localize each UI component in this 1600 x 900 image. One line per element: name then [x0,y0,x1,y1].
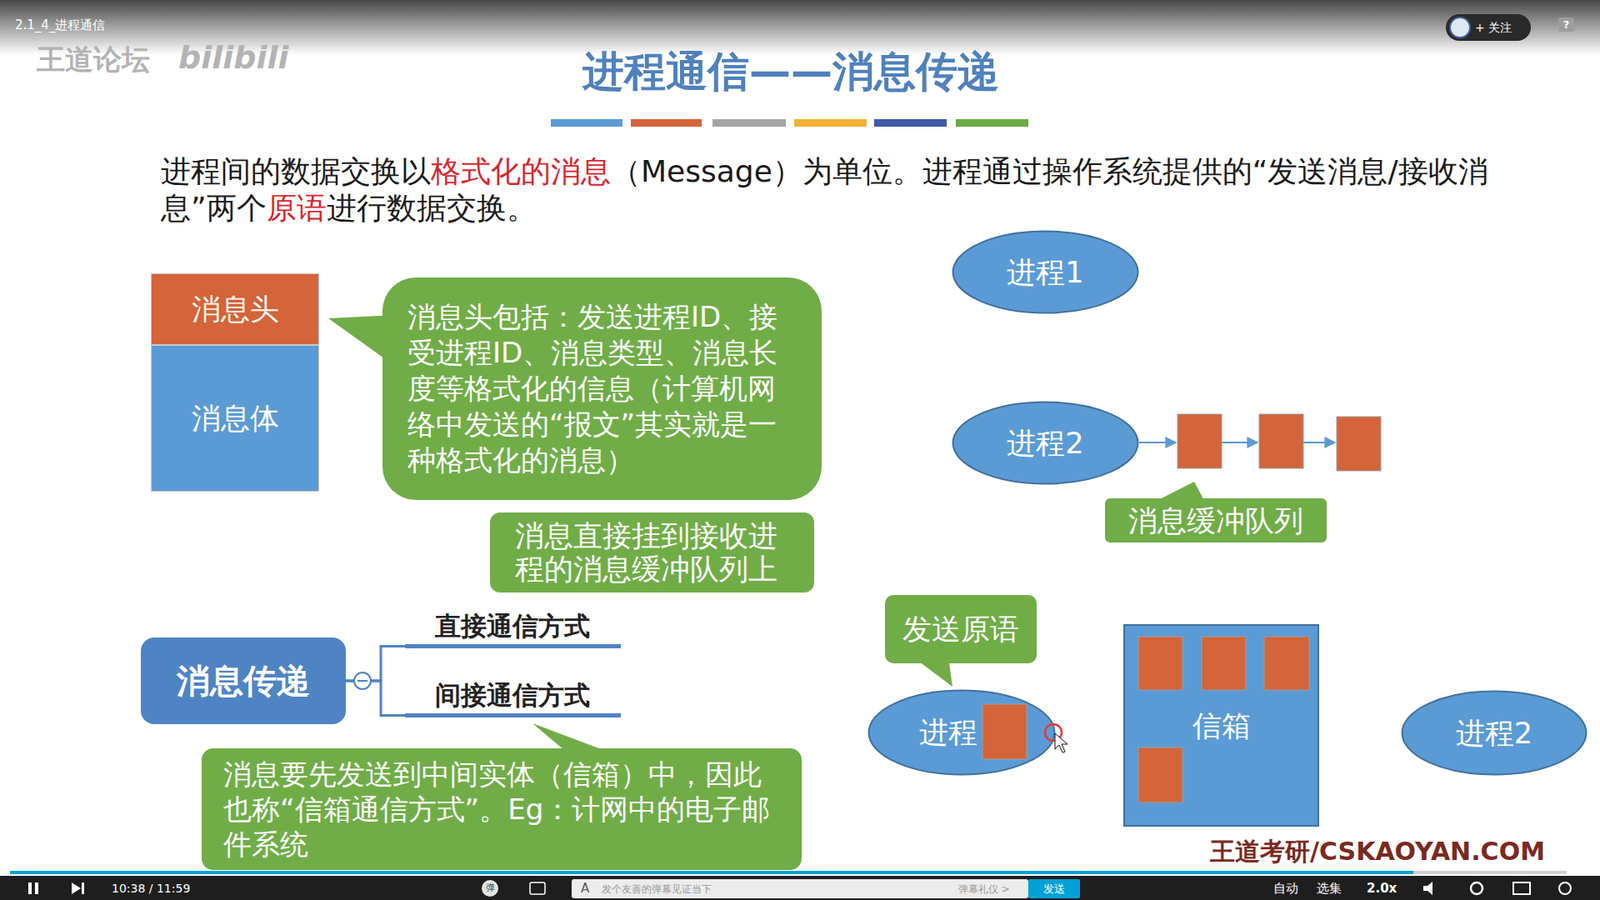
color-bar [874,119,947,127]
callout-box: 发送原语 [885,595,1037,664]
callout-box: 消息缓冲队列 [1105,498,1327,543]
node-text: 消息传递 [176,660,310,701]
progress-played [10,870,1414,875]
topic-box: 消息传递 [140,637,346,725]
paragraph-text: 进行数据交换。 [326,190,537,225]
branch-line [345,646,405,682]
help-icon [1558,17,1575,32]
callout-box: 消息头包括：发送进程ID、接受进程ID、消息类型、消息长度等格式化的信息（计算机… [382,277,822,500]
queue-arrow [1303,441,1335,444]
collapse-symbol [354,672,371,690]
help-icon-text: ? [1558,17,1575,32]
body-box: 消息体 [150,345,320,492]
video-title: 2.1_4_进程通信 [15,16,105,34]
watermark: bilibili [178,38,290,77]
follow-pill [1445,14,1531,41]
collapse-symbol [357,680,368,682]
process-ellipse: 进程2 [951,400,1140,485]
node-text: 进程2 [1455,715,1533,751]
danmaku-input [571,879,1029,899]
next-icon [81,882,85,895]
follow-button-text: + 关注 [1475,19,1512,36]
node-text: 消息缓冲队列 [1128,503,1304,539]
watermark: 王道论坛 [36,41,150,77]
pause-icon [28,882,32,895]
node-text: 发送原语 [902,611,1020,647]
settings-icon [1470,882,1483,895]
message-square [1336,416,1381,471]
node-text: 消息头 [191,291,280,327]
node-text: 消息直接挂到接收进程的消息缓冲队列上 [515,519,790,586]
control-text: 选集 [1316,880,1342,897]
process-ellipse: 进程1 [951,230,1140,315]
branch-topic: 直接通信方式 [405,608,621,649]
message-square [1138,636,1183,690]
pause-icon [35,882,39,895]
color-bar [712,119,786,127]
speed-text: 2.0x [1366,880,1397,897]
callout-box: 消息要先发送到中间实体（信箱）中，因此也称“信箱通信方式”。Eg：计网中的电子邮… [201,748,802,870]
color-bar [550,119,623,127]
danmaku-toggle [481,880,499,897]
volume-icon [1423,881,1433,895]
ellipse-shape [953,231,1139,314]
mouse-pointer [1055,733,1068,753]
highlight-term: 格式化的消息 [430,154,611,189]
send-button-text: 发送 [1028,881,1080,896]
branch-line [345,680,405,716]
slide-title: 进程通信——消息传递 [500,46,1082,97]
mailbox-box: 信箱 [1123,624,1320,827]
color-bar [955,119,1029,127]
node-text: 消息体 [191,400,280,436]
node-text: 直接通信方式 [435,610,590,642]
progress-track [10,870,1567,875]
message-square [1138,747,1183,803]
queue-arrow [1221,441,1258,444]
next-icon [71,882,81,895]
ellipse-shape [953,402,1139,485]
queue-arrow [1139,441,1176,444]
ellipse-shape [869,690,1055,775]
color-bar [794,119,867,127]
danmaku-settings-icon [530,882,545,895]
window-icon [1513,882,1530,895]
message-square [1201,636,1246,690]
input-icon-text: A [580,880,590,897]
input-placeholder: 发个友善的弹幕见证当下 [601,882,712,896]
node-text: 间接通信方式 [435,680,590,711]
node-text: 信箱 [1192,708,1251,744]
branch-topic: 间接通信方式 [405,677,621,718]
node-text: 进程 [919,715,978,750]
paragraph-text: 进程间的数据交换以 [160,154,431,189]
node-text: 消息要先发送到中间实体（信箱）中，因此也称“信箱通信方式”。Eg：计网中的电子邮… [223,756,780,862]
message-square [1259,414,1304,469]
send-button [1028,879,1080,899]
color-bar [630,119,702,127]
danmaku-toggle-text: 弹 [481,882,499,895]
intro-paragraph: 进程间的数据交换以格式化的消息（Message）为单位。进程通过操作系统提供的“… [160,153,1495,227]
time-display: 10:38 / 11:59 [111,880,190,896]
process-ellipse: 进程 [867,689,1056,776]
process-ellipse: 进程2 [1400,690,1588,776]
header-box: 消息头 [150,273,320,345]
ellipse-shape [1402,691,1587,775]
node-text: 进程1 [1006,255,1084,290]
callout-box: 消息直接挂到接收进程的消息缓冲队列上 [490,512,815,593]
highlight-term: 原语 [266,190,327,225]
message-square [1264,636,1310,690]
node-text: 进程2 [1006,425,1084,461]
avatar-icon [1450,17,1470,38]
danmaku-etiquette-link: 弹幕礼仪 > [958,882,1010,896]
control-bar [0,875,1600,900]
node-text: 消息头包括：发送进程ID、接受进程ID、消息类型、消息长度等格式化的信息（计算机… [407,299,797,479]
watermark: 王道考研/CSKAOYAN.COM [1210,836,1545,867]
message-square [982,704,1027,760]
fullscreen-icon [1559,882,1571,895]
message-square [1177,414,1222,469]
control-text: 自动 [1273,880,1299,897]
